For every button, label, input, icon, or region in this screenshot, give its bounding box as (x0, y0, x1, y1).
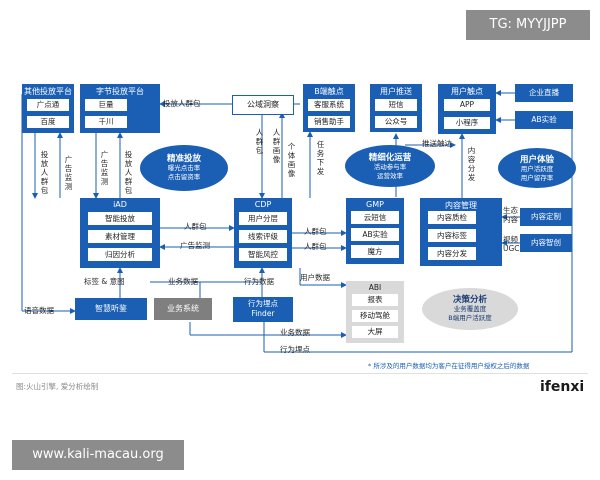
content-item-tag: 内容标签 (428, 229, 476, 242)
ab-test-node: AB实验 (515, 111, 573, 129)
iad-item-attribution: 归因分析 (88, 248, 152, 261)
ellipse-decision: 决策分析 业务覆盖度 B端用户活跃度 (422, 288, 518, 330)
abi-item-mobile-cockpit: 移动驾舱 (352, 310, 398, 322)
cdp-item-layer: 用户分层 (239, 212, 287, 225)
label-voice-data: 语音数据 (24, 306, 54, 315)
vlabel-individual: 个体画像 (287, 142, 296, 178)
gmp-group: GMP 云短信 AB实验 魔方 (346, 198, 404, 264)
user-touch-title: 用户触点 (451, 87, 483, 96)
content-smart-node: 内容智创 (520, 234, 572, 252)
decision-line2: B端用户活跃度 (448, 314, 492, 322)
source-caption: 图:火山引擎, 爱分析绘制 (16, 382, 99, 391)
user-touch-item-app: APP (444, 99, 490, 111)
cdp-item-lead: 线索评级 (239, 230, 287, 243)
public-pool-node: 公域洞察 (232, 95, 294, 115)
bytedance-platform-title: 字节投放平台 (96, 87, 144, 96)
vlabel-ad-monitor: 广告监测 (64, 155, 73, 191)
gmp-item-ab: AB实验 (351, 228, 399, 241)
label-eco-content: 生态 内容 (503, 206, 518, 224)
gmp-title: GMP (366, 200, 384, 209)
label-tag-intent: 标签 & 意图 (84, 277, 125, 286)
user-exp-line2: 用户留存率 (520, 174, 554, 182)
label-biz-data-2: 业务数据 (280, 328, 310, 337)
iad-item-smart-ads: 智能投放 (88, 212, 152, 225)
vlabel-push-crowd-2: 投放人群包 (124, 150, 133, 195)
other-platform-title: 其他投放平台 (24, 87, 72, 96)
watermark-bottom: www.kali-macau.org (12, 440, 184, 470)
label-ad-monitor-h: 广告监测 (180, 241, 210, 250)
other-platform-item-gdt: 广点通 (27, 99, 69, 111)
decision-title: 决策分析 (452, 295, 487, 305)
gmp-item-cloud-sms: 云短信 (351, 211, 399, 224)
abi-item-big-screen: 大屏 (352, 326, 398, 338)
other-platform-item-baidu: 百度 (27, 116, 69, 128)
iad-group: iAD 智能投放 素材管理 归因分析 (80, 198, 160, 268)
vlabel-content-dist: 内容分发 (467, 146, 476, 182)
label-push-crowd: 投放人群包 (163, 99, 201, 108)
vlabel-push-crowd: 投放人群包 (40, 150, 49, 195)
enterprise-live-node: 企业直播 (515, 84, 573, 102)
abi-group: ABI 报表 移动驾舱 大屏 (346, 281, 404, 343)
vlabel-ad-monitor-2: 广告监测 (100, 150, 109, 186)
gmp-item-mofang: 魔方 (351, 245, 399, 258)
b-touch-item-cs: 客服系统 (308, 99, 350, 111)
iad-item-material: 素材管理 (88, 230, 152, 243)
biz-system-node: 业务系统 (154, 298, 212, 320)
label-video-ugc: 视频 UGC (503, 235, 520, 253)
user-touch-group: 用户触点 APP 小程序 (438, 84, 496, 134)
b-touch-title: B端触点 (314, 87, 344, 96)
ellipse-user-exp: 用户体验 用户活跃度 用户留存率 (498, 148, 576, 188)
other-platform-group: 其他投放平台 广点通 百度 (22, 84, 74, 133)
label-behavior-data: 行为数据 (244, 277, 274, 286)
content-mgmt-group: 内容管理 内容质检 内容标签 内容分发 (420, 198, 502, 266)
user-push-title: 用户推送 (380, 87, 412, 96)
content-item-dist: 内容分发 (428, 247, 476, 260)
label-user-data: 用户数据 (300, 273, 330, 282)
ifenxi-logo: ifenxi (540, 379, 585, 395)
b-touch-group: B端触点 客服系统 销售助手 (303, 84, 355, 132)
user-push-item-wechat: 公众号 (375, 116, 417, 128)
cdp-title: CDP (254, 200, 272, 209)
label-crowd-pack-3: 人群包 (304, 242, 327, 251)
bytedance-platform-group: 字节投放平台 巨量 千川 (80, 84, 160, 133)
finder-node: 行为埋点 Finder (233, 297, 293, 322)
user-exp-title: 用户体验 (519, 155, 554, 165)
watermark-top: TG: MYYJJPP (466, 10, 590, 40)
smart-listen-node: 智慧听鉴 (75, 298, 147, 320)
b-touch-item-sales: 销售助手 (308, 116, 350, 128)
bytedance-item-juliang: 巨量 (85, 99, 127, 111)
refined-ops-title: 精细化运营 (368, 153, 412, 163)
cdp-item-risk: 智能风控 (239, 248, 287, 261)
user-push-group: 用户推送 短信 公众号 (370, 84, 422, 132)
divider (12, 373, 588, 374)
user-push-item-sms: 短信 (375, 99, 417, 111)
vlabel-task-dispatch: 任务下发 (316, 140, 325, 176)
refined-ops-line1: 活动参与率 (373, 163, 407, 171)
iad-title: iAD (113, 200, 127, 209)
content-item-qc: 内容质检 (428, 211, 476, 224)
abi-title: ABI (368, 283, 382, 292)
vlabel-crowd-portrait: 人群画像 (272, 128, 281, 164)
refined-ops-line2: 运营效率 (377, 172, 403, 180)
label-behavior-track: 行为埋点 (280, 345, 310, 354)
cdp-group: CDP 用户分层 线索评级 智能风控 (234, 198, 292, 268)
user-exp-line1: 用户活跃度 (520, 165, 554, 173)
precise-ads-title: 精准投放 (166, 154, 201, 164)
vlabel-crowd: 人群包 (255, 128, 264, 155)
ellipse-precise-ads: 精准投放 曝光点击率 点击留资率 (140, 145, 228, 191)
decision-line1: 业务覆盖度 (453, 305, 487, 313)
abi-item-report: 报表 (352, 294, 398, 306)
user-touch-item-miniapp: 小程序 (444, 117, 490, 129)
label-push-touch: 推送触达 (422, 139, 452, 148)
content-mgmt-title: 内容管理 (445, 201, 477, 210)
ellipse-refined-ops: 精细化运营 活动参与率 运营效率 (345, 145, 435, 187)
content-custom-node: 内容定制 (520, 208, 572, 226)
precise-ads-line1: 曝光点击率 (167, 164, 201, 172)
label-crowd-pack-1: 人群包 (184, 222, 207, 231)
precise-ads-line2: 点击留资率 (167, 173, 201, 181)
label-crowd-pack-2: 人群包 (304, 227, 327, 236)
label-biz-data-1: 业务数据 (168, 277, 198, 286)
footnote: * 所涉及的用户数据均为客户在征得用户授权之后的数据 (368, 362, 530, 370)
bytedance-item-qianchuan: 千川 (85, 116, 127, 128)
